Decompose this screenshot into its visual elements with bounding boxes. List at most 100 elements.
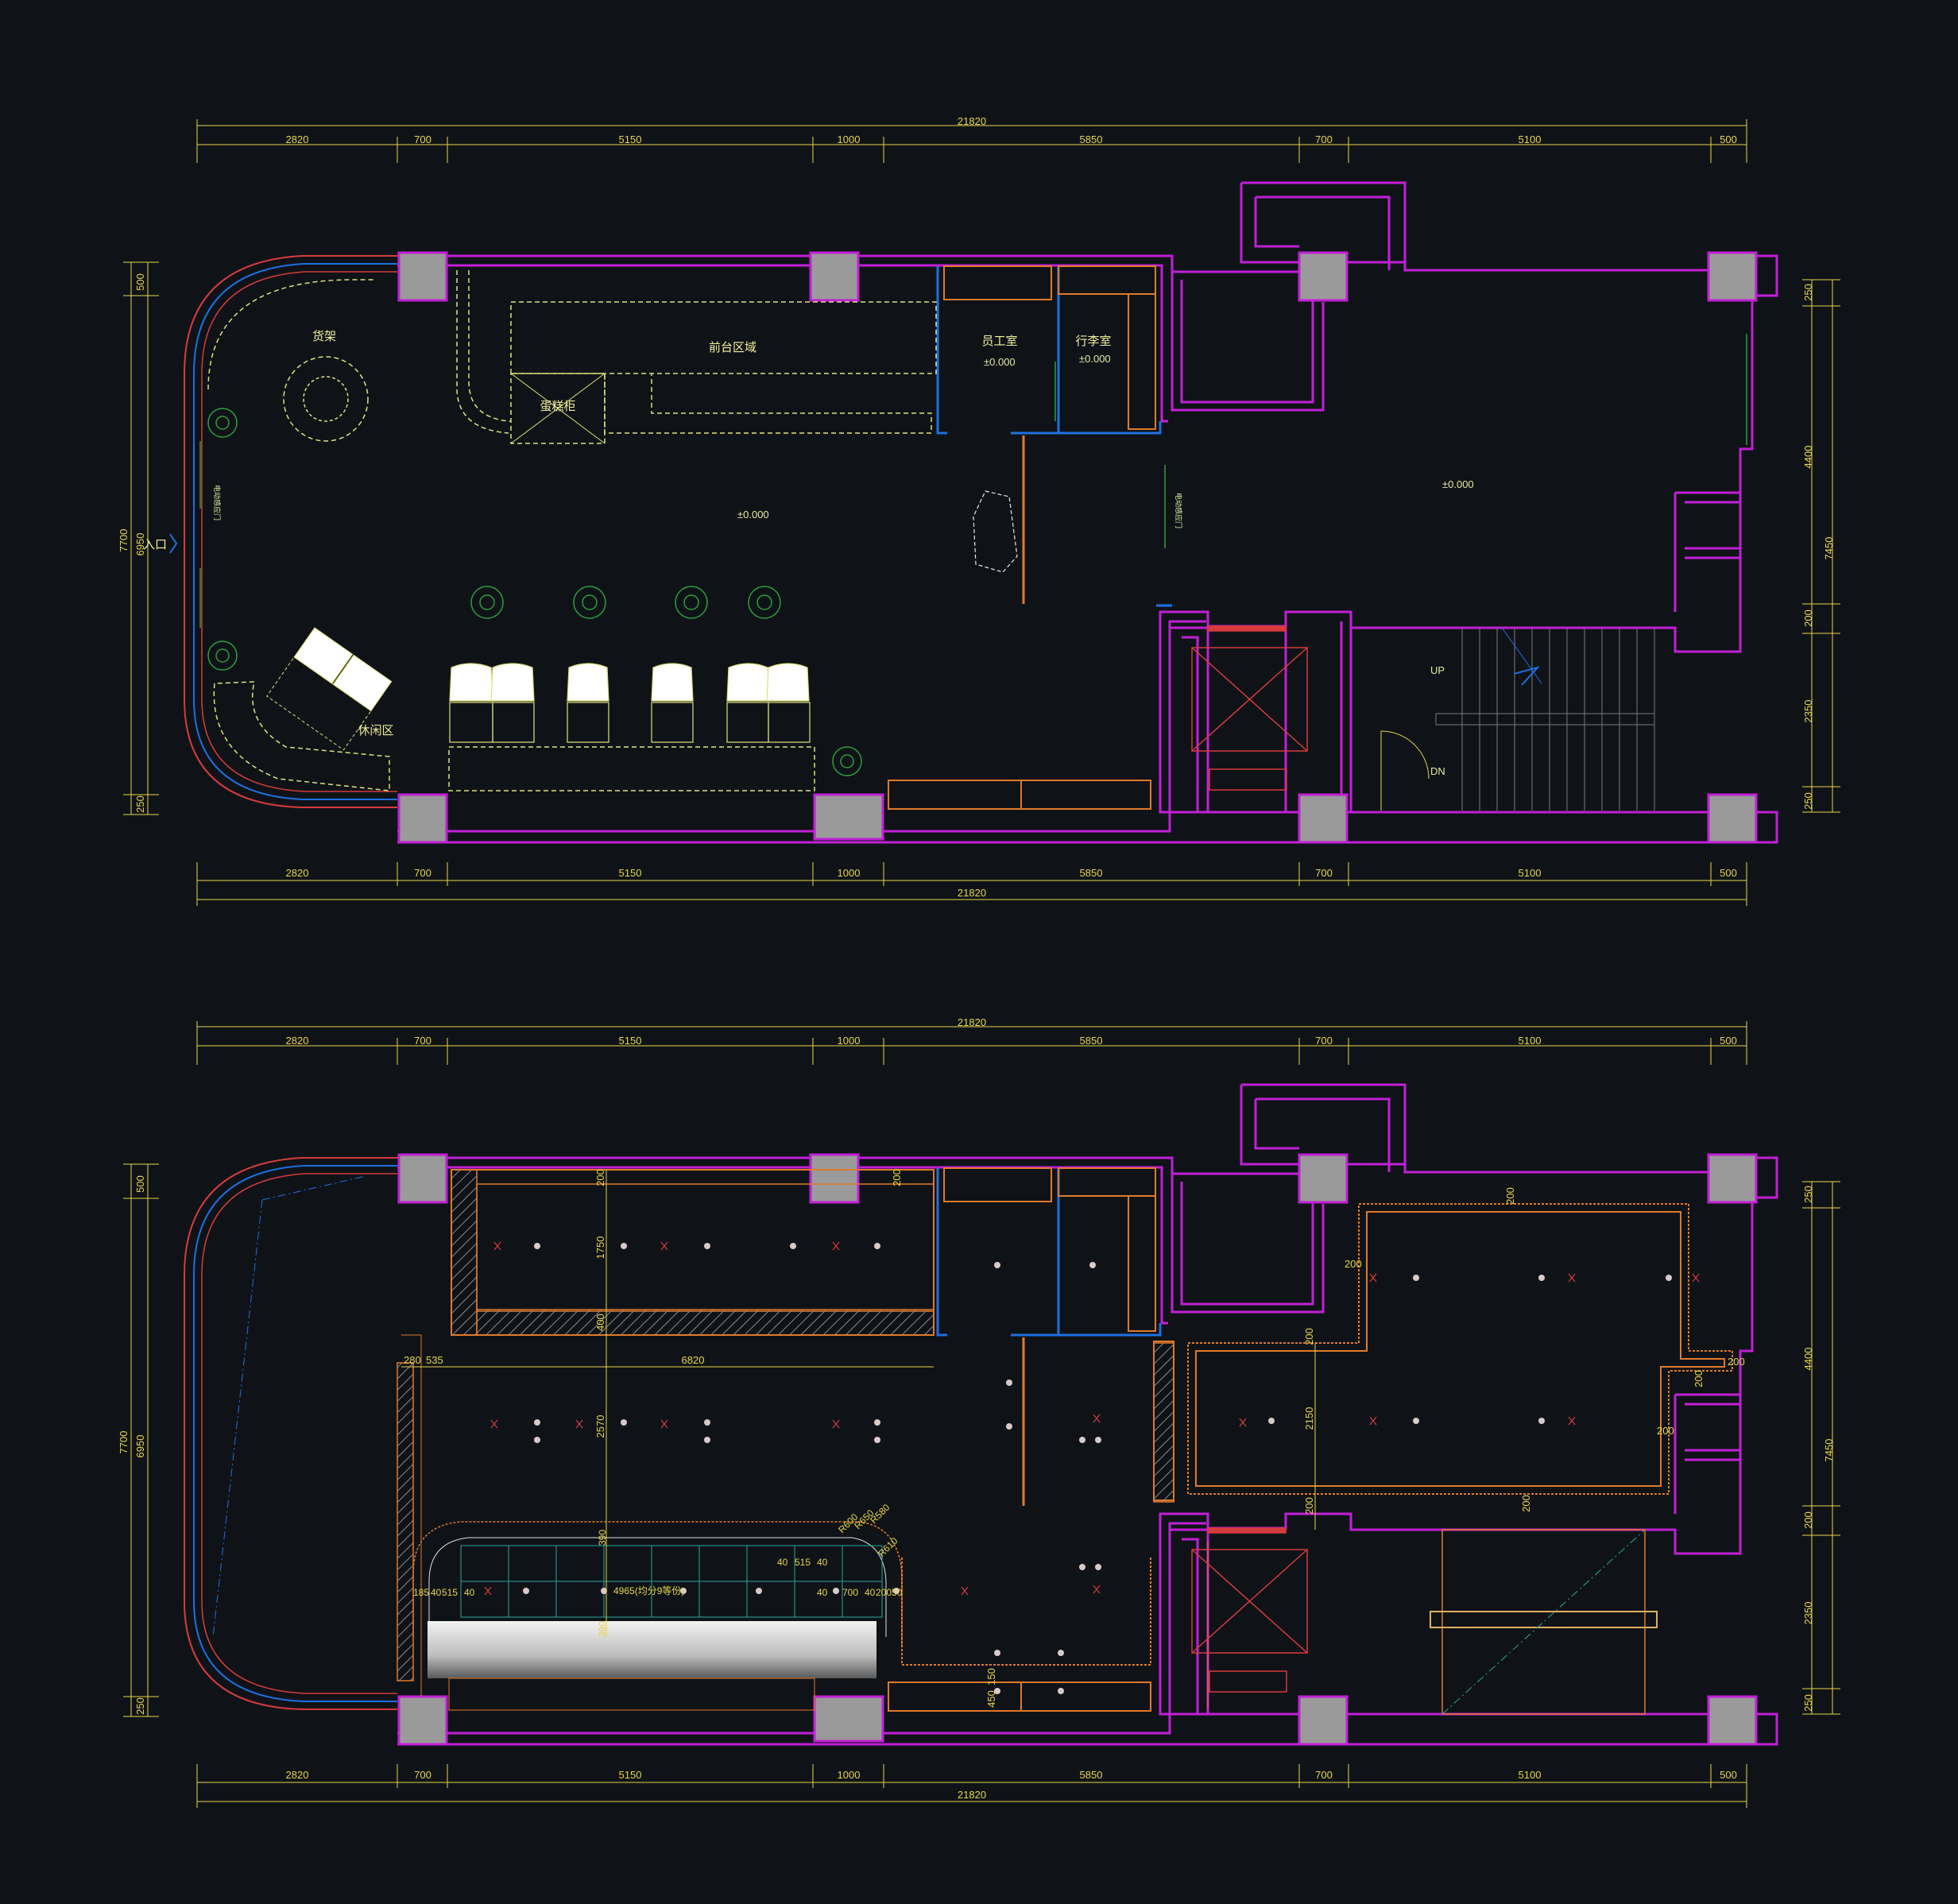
cdim-40-b: 40 bbox=[464, 1587, 475, 1598]
plan1-top-seg-3: 1000 bbox=[838, 134, 861, 145]
plan2-left-7700: 7700 bbox=[118, 1431, 130, 1454]
plan2-elevator bbox=[1191, 1527, 1308, 1693]
plan1-bot-total: 21820 bbox=[958, 887, 986, 899]
plan1-bottom-dimensions bbox=[196, 862, 1747, 906]
label-cake-cabinet: 蛋糕柜 bbox=[540, 400, 575, 413]
cdim-280: 280 bbox=[404, 1354, 421, 1366]
plan2-bar-ceiling bbox=[412, 1521, 903, 1711]
plan2-top-dimensions bbox=[196, 1021, 1747, 1065]
cdim-200-k: 200 bbox=[876, 1587, 892, 1598]
plan1-sculpture bbox=[973, 490, 1018, 573]
plan1-right-2350: 2350 bbox=[1802, 700, 1814, 723]
plan2-top-seg-4: 5850 bbox=[1080, 1035, 1103, 1047]
cdim-450: 450 bbox=[985, 1690, 997, 1708]
cdim-700: 700 bbox=[842, 1587, 858, 1598]
plan1-right-250b: 250 bbox=[1802, 792, 1814, 810]
plan2-ceiling-dim-lines bbox=[401, 1170, 1316, 1637]
plan1-columns bbox=[397, 251, 1758, 844]
plan1-top-seg-7: 500 bbox=[1720, 134, 1737, 145]
plan2-bot-seg-1: 700 bbox=[414, 1769, 431, 1781]
cdim-4965: 4965(均分9等份) bbox=[613, 1585, 684, 1596]
plan1-curved-facade bbox=[184, 255, 397, 808]
plan2-top-seg-2: 5150 bbox=[619, 1035, 642, 1047]
plan-1-floor-layout: 21820 2820 700 5150 1000 5850 700 5100 5… bbox=[118, 115, 1840, 906]
plan2-top-seg-0: 2820 bbox=[286, 1035, 309, 1047]
plan1-plants bbox=[207, 408, 862, 776]
plan2-bot-seg-5: 700 bbox=[1315, 1769, 1333, 1781]
plan2-stair-void bbox=[1441, 1529, 1646, 1715]
plan1-bot-seg-5: 700 bbox=[1315, 867, 1333, 879]
label-reception: 前台区域 bbox=[709, 341, 756, 354]
level-staff: ±0.000 bbox=[984, 356, 1016, 368]
plan1-bot-seg-1: 700 bbox=[414, 867, 431, 879]
cdim-200-h: 200 bbox=[1693, 1370, 1705, 1387]
plan2-top-seg-7: 500 bbox=[1720, 1035, 1737, 1047]
plan1-right-7450: 7450 bbox=[1823, 537, 1835, 560]
plan1-bot-seg-2: 5150 bbox=[619, 867, 642, 879]
plan1-top-seg-0: 2820 bbox=[286, 134, 309, 145]
label-dn: DN bbox=[1430, 765, 1445, 777]
plan2-bot-seg-0: 2820 bbox=[286, 1769, 309, 1781]
plan1-top-total: 21820 bbox=[958, 115, 986, 127]
plan1-dining-chairs bbox=[449, 663, 811, 743]
plan2-left-dimensions bbox=[123, 1163, 159, 1717]
cdim-515-b: 515 bbox=[795, 1557, 811, 1568]
label-luggage-room: 行李室 bbox=[1075, 335, 1111, 348]
plan2-curved-facade bbox=[184, 1157, 397, 1710]
plan1-bot-seg-7: 500 bbox=[1720, 867, 1737, 879]
plan2-right-dimensions bbox=[1802, 1181, 1840, 1715]
plan1-bot-seg-6: 5100 bbox=[1519, 867, 1542, 879]
plan1-lounge-chairs bbox=[266, 627, 393, 751]
cdim-200-a: 200 bbox=[594, 1169, 606, 1186]
cdim-40-a: 40 bbox=[431, 1587, 442, 1598]
cdim-200-g: 200 bbox=[1728, 1356, 1745, 1368]
cdim-bar-bottom: 390 bbox=[597, 1621, 608, 1637]
plan2-accent-lights bbox=[484, 1241, 1700, 1596]
plan1-cabinets bbox=[888, 265, 1156, 810]
plan2-right-4400: 4400 bbox=[1802, 1348, 1814, 1371]
plan1-right-4400: 4400 bbox=[1802, 446, 1814, 469]
label-auto-door-left: 电动感应门 bbox=[213, 485, 222, 521]
cdim-515-a: 515 bbox=[442, 1587, 458, 1598]
cdim-200-d: 200 bbox=[1303, 1497, 1315, 1515]
plan1-right-250a: 250 bbox=[1802, 284, 1814, 301]
label-shelf: 货架 bbox=[312, 330, 336, 343]
plan2-right-7450: 7450 bbox=[1823, 1439, 1835, 1462]
plan1-stairs bbox=[1380, 627, 1655, 811]
plan1-partitions bbox=[936, 266, 1172, 607]
label-entrance: 入口 bbox=[143, 538, 167, 551]
plan1-top-seg-2: 5150 bbox=[619, 134, 642, 145]
level-main: ±0.000 bbox=[737, 509, 769, 521]
plan1-bot-seg-4: 5850 bbox=[1080, 867, 1103, 879]
label-lounge: 休闲区 bbox=[358, 724, 393, 737]
plan2-top-seg-5: 700 bbox=[1315, 1035, 1333, 1047]
label-up: UP bbox=[1430, 664, 1445, 676]
plan-2-ceiling-layout: 21820 2820 700 5150 1000 5850 700 5100 5… bbox=[118, 1016, 1840, 1808]
plan2-top-seg-6: 5100 bbox=[1519, 1035, 1542, 1047]
cdim-1750: 1750 bbox=[594, 1236, 606, 1260]
plan1-top-seg-5: 700 bbox=[1315, 134, 1333, 145]
plan2-top-total: 21820 bbox=[958, 1016, 986, 1028]
plan1-bot-seg-3: 1000 bbox=[838, 867, 861, 879]
cdim-200-e: 200 bbox=[1504, 1187, 1516, 1205]
cdim-40-c: 40 bbox=[777, 1557, 788, 1568]
plan1-top-seg-6: 5100 bbox=[1519, 134, 1542, 145]
plan1-lounge-sofa bbox=[213, 681, 390, 791]
plan1-cake-cabinet-x bbox=[510, 373, 606, 444]
plan2-bot-seg-2: 5150 bbox=[619, 1769, 642, 1781]
cdim-2570: 2570 bbox=[594, 1415, 606, 1438]
plan1-doors bbox=[199, 334, 1747, 628]
plan2-top-seg-1: 700 bbox=[414, 1035, 431, 1047]
plan1-top-seg-4: 5850 bbox=[1080, 134, 1103, 145]
plan1-top-dimensions bbox=[196, 119, 1747, 163]
cdim-185: 185 bbox=[413, 1587, 429, 1598]
cdim-150: 150 bbox=[985, 1668, 997, 1685]
plan1-left-250: 250 bbox=[134, 795, 146, 813]
cdim-6820: 6820 bbox=[682, 1354, 705, 1366]
cdim-40-d: 40 bbox=[817, 1557, 828, 1568]
plan1-right-200: 200 bbox=[1802, 610, 1814, 627]
cdim-bar-top: 390 bbox=[597, 1530, 608, 1546]
